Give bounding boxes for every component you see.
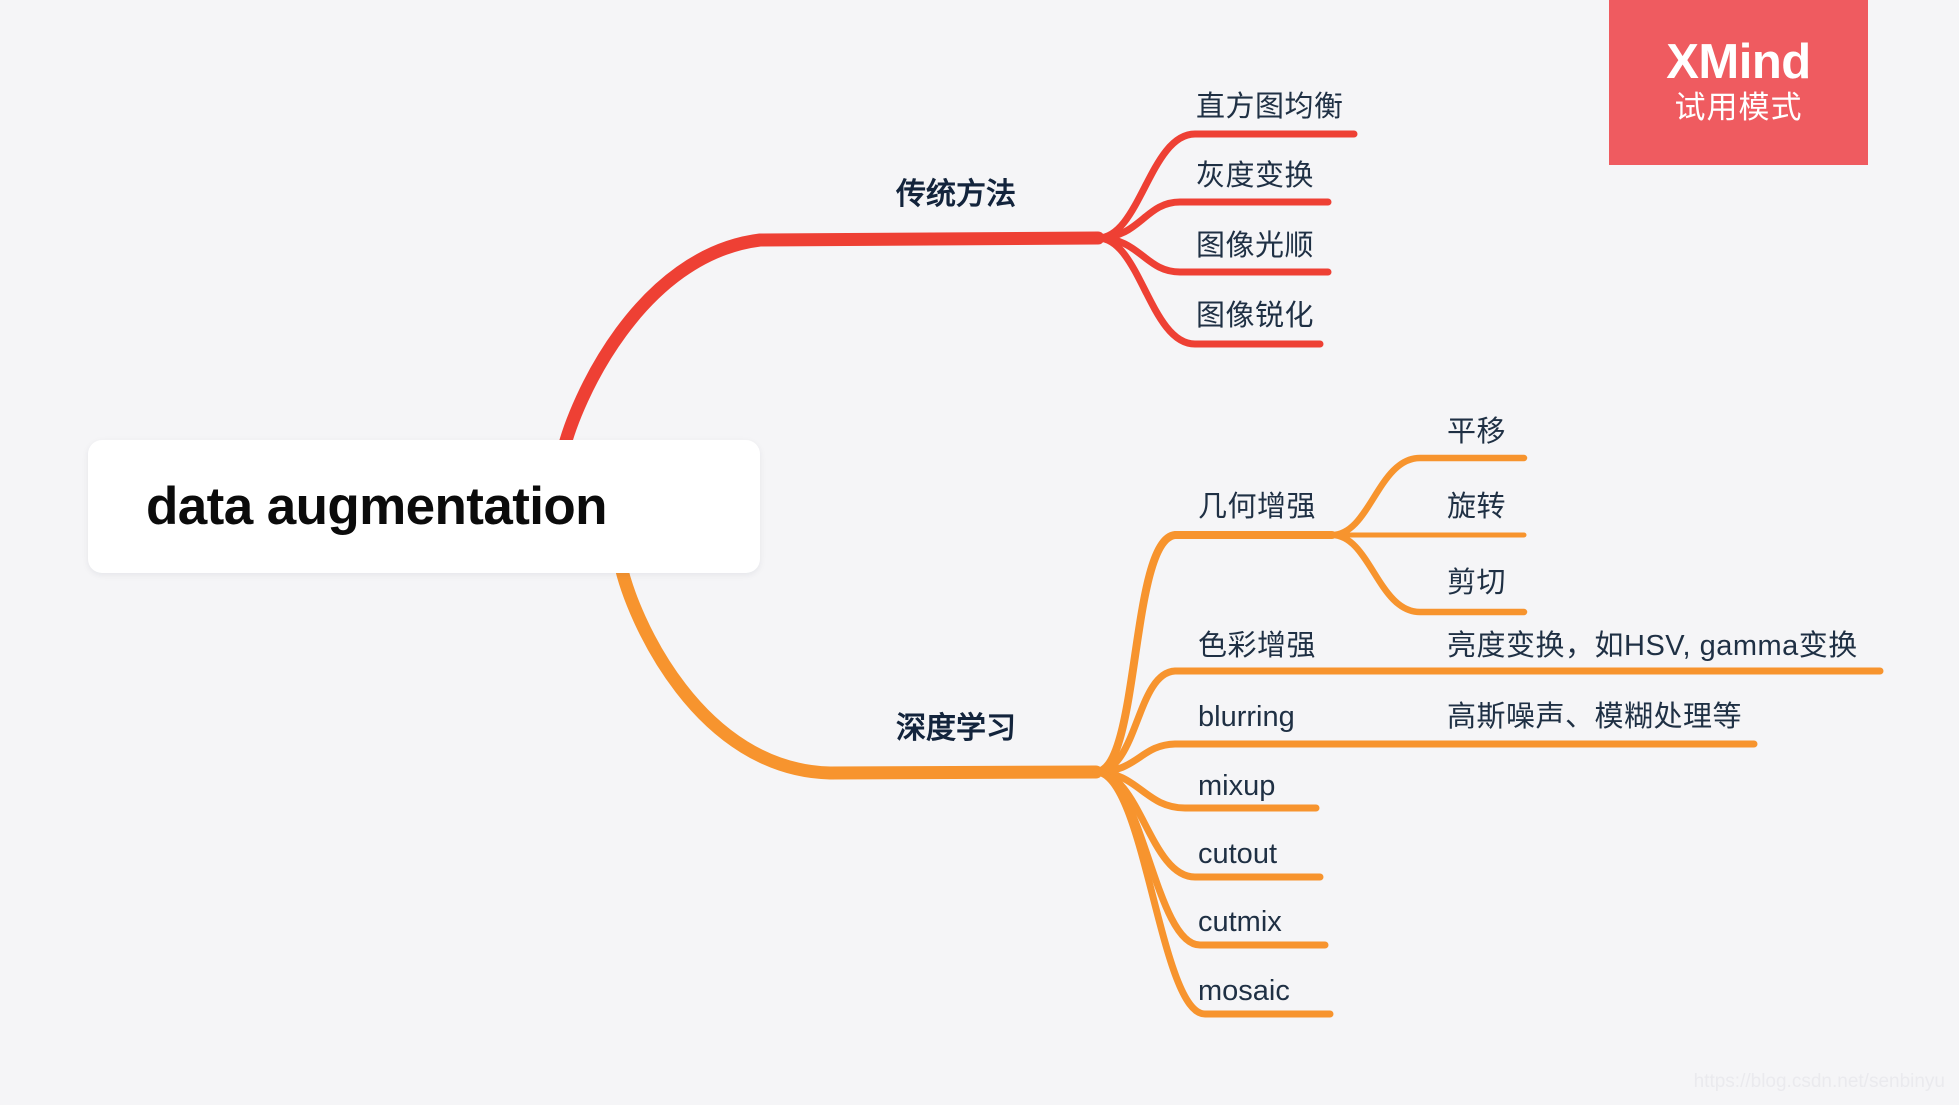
leaf-mosaic[interactable]: mosaic — [1198, 975, 1290, 1007]
leaf-cutout[interactable]: cutout — [1198, 838, 1277, 870]
leaf-image-smoothing[interactable]: 图像光顺 — [1196, 230, 1315, 262]
leaf-noise-note[interactable]: 高斯噪声、模糊处理等 — [1447, 701, 1743, 733]
connector-traditional-4 — [1094, 234, 1324, 348]
leaf-shear[interactable]: 剪切 — [1447, 567, 1507, 599]
branch-label-deeplearning[interactable]: 深度学习 — [896, 712, 1016, 745]
leaf-grayscale-transform[interactable]: 灰度变换 — [1196, 160, 1315, 192]
leaf-histogram-equalization[interactable]: 直方图均衡 — [1196, 91, 1344, 123]
connector-deeplearning-color — [1092, 667, 1884, 776]
connector-deeplearning-blurring — [1092, 740, 1758, 776]
branch-label-traditional[interactable]: 传统方法 — [896, 178, 1016, 211]
xmind-trial-badge: XMind 试用模式 — [1609, 0, 1868, 165]
trunk-traditional — [556, 231, 1105, 459]
leaf-translate[interactable]: 平移 — [1447, 416, 1507, 448]
leaf-color-augmentation[interactable]: 色彩增强 — [1198, 630, 1317, 662]
connector-geometric-1 — [1328, 454, 1528, 539]
connector-geometric-3 — [1328, 531, 1528, 616]
leaf-geometric-augmentation[interactable]: 几何增强 — [1198, 491, 1317, 523]
leaf-blurring[interactable]: blurring — [1198, 701, 1295, 733]
leaf-brightness-note[interactable]: 亮度变换，如HSV, gamma变换 — [1447, 630, 1858, 662]
source-url-watermark: https://blog.csdn.net/senbinyu — [1693, 1071, 1945, 1092]
connector-deeplearning-geometric — [1092, 531, 1336, 776]
leaf-mixup[interactable]: mixup — [1198, 770, 1276, 802]
leaf-rotate[interactable]: 旋转 — [1447, 491, 1507, 523]
leaf-cutmix[interactable]: cutmix — [1198, 906, 1282, 938]
connector-deeplearning-mosaic — [1092, 768, 1334, 1018]
xmind-brand-text: XMind — [1666, 34, 1811, 89]
root-node[interactable]: data augmentation — [88, 440, 760, 573]
trunk-deeplearning — [613, 555, 1103, 780]
leaf-image-sharpening[interactable]: 图像锐化 — [1196, 300, 1315, 332]
xmind-trial-mode-text: 试用模式 — [1674, 90, 1803, 126]
root-node-label: data augmentation — [146, 477, 608, 536]
